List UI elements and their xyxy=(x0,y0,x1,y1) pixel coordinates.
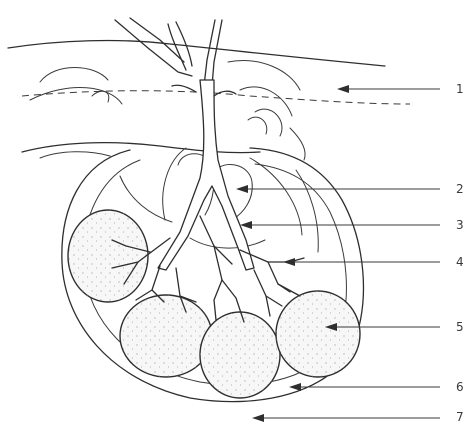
leader-3 xyxy=(240,221,440,229)
label-3: 3 xyxy=(456,218,464,232)
label-2: 2 xyxy=(456,182,464,196)
label-group: 1 2 3 4 5 6 7 xyxy=(456,82,464,423)
label-5: 5 xyxy=(456,320,464,334)
leader-6 xyxy=(289,383,440,391)
leader-2 xyxy=(236,185,440,193)
lobule-left xyxy=(68,210,148,302)
label-4: 4 xyxy=(456,255,464,269)
label-1: 1 xyxy=(456,82,464,96)
label-6: 6 xyxy=(456,380,464,394)
leader-1 xyxy=(337,85,440,93)
label-7: 7 xyxy=(456,410,464,423)
leader-7 xyxy=(252,414,440,422)
